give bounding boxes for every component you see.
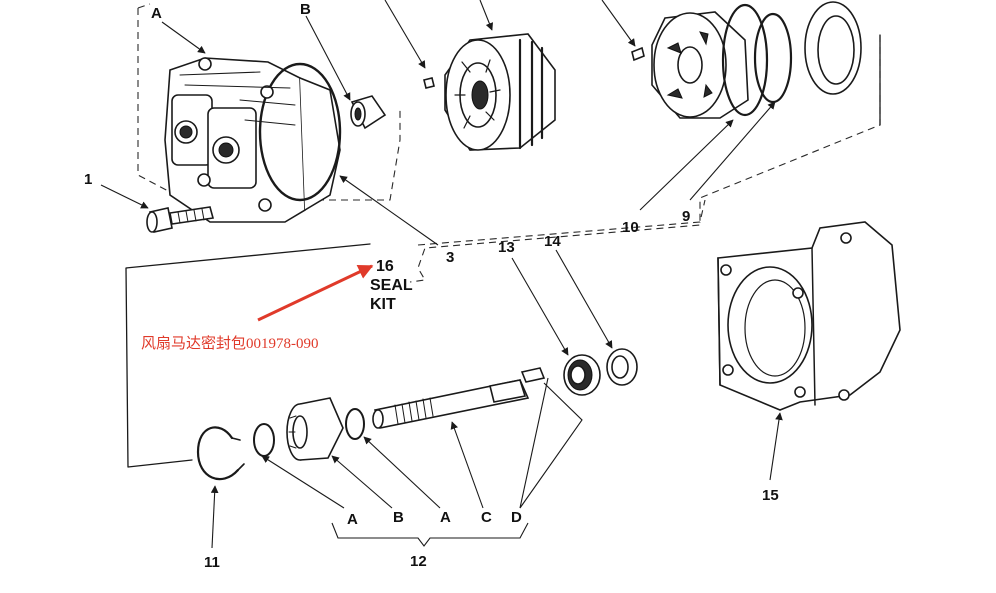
- bearing-b: [286, 397, 344, 461]
- callout-11: 11: [204, 554, 220, 571]
- callout-15: 15: [762, 487, 779, 504]
- shaft-seal-13: [563, 354, 601, 396]
- callout-kit-word: KIT: [370, 296, 396, 313]
- callout-shaft-b: B: [393, 509, 404, 526]
- callout-16: 16: [376, 258, 394, 275]
- bushing-part: [350, 95, 387, 130]
- callout-10: 10: [622, 219, 639, 236]
- motor-housing: [164, 57, 342, 223]
- dowel-pin-right: [631, 46, 645, 62]
- lower-assembly-panel-outline: [125, 34, 881, 468]
- callout-12: 12: [410, 553, 427, 570]
- retaining-ring-11: [196, 426, 245, 481]
- upper-assembly-dashed-outline: [137, 3, 881, 283]
- callout-shaft-d: D: [511, 509, 522, 526]
- wear-plate: [651, 11, 749, 119]
- callout-a-housing: A: [151, 5, 162, 22]
- snap-ring-a-right: [345, 408, 365, 440]
- callout-shaft-a2: A: [440, 509, 451, 526]
- leader-lines: [100, 0, 783, 549]
- callout-1: 1: [84, 171, 92, 188]
- seal-kit-annotation: 风扇马达密封包001978-090: [141, 336, 319, 352]
- shaft-key-d: [520, 367, 546, 383]
- callout-9: 9: [682, 208, 690, 225]
- oring-3-shape: [258, 62, 342, 202]
- washer-14: [606, 348, 638, 386]
- snap-ring-a-left: [253, 423, 275, 457]
- dowel-pin-left: [423, 77, 435, 89]
- callout-shaft-c: C: [481, 509, 492, 526]
- flange-housing: [717, 221, 901, 411]
- oring-9-shape: [753, 12, 793, 104]
- callout-b-bushing: B: [300, 1, 311, 18]
- callout-13: 13: [498, 239, 515, 256]
- rotor-element: [444, 33, 556, 151]
- callout-14: 14: [544, 233, 561, 250]
- screw-part: [146, 206, 215, 233]
- oring-10-shape: [721, 3, 769, 117]
- spacer-ring-top-right: [804, 1, 862, 95]
- red-highlight-arrow: [257, 264, 374, 322]
- callout-3: 3: [446, 249, 454, 266]
- callout-shaft-a1: A: [347, 511, 358, 528]
- seal-kit-dashed-bracket: [417, 199, 706, 246]
- callout-seal-word: SEAL: [370, 277, 413, 294]
- shaft-c: [372, 379, 530, 429]
